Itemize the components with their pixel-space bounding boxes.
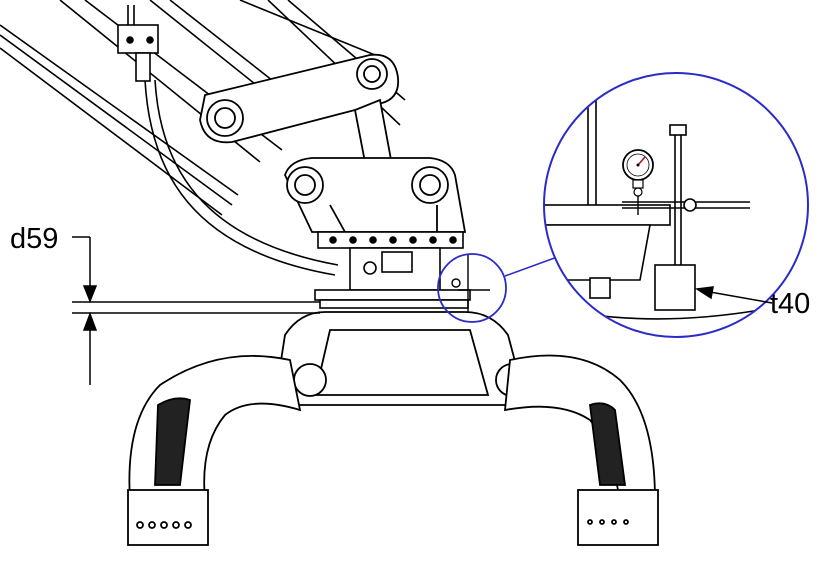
adapter-bracket — [284, 157, 467, 233]
rotator-unit — [314, 231, 471, 309]
dimension-label-d59: d59 — [10, 223, 58, 255]
dimension-d59 — [72, 236, 320, 385]
left-grapple-shell — [127, 355, 302, 546]
detail-view — [543, 72, 809, 338]
callout-label-t40: t40 — [770, 288, 810, 320]
dial-gauge-icon — [622, 149, 654, 215]
hydraulic-hose — [117, 5, 339, 276]
grapple-body — [277, 311, 529, 406]
detail-callout-small-circle — [437, 253, 561, 323]
callout-leader-t40 — [694, 286, 773, 304]
right-grapple-shell — [503, 354, 659, 546]
